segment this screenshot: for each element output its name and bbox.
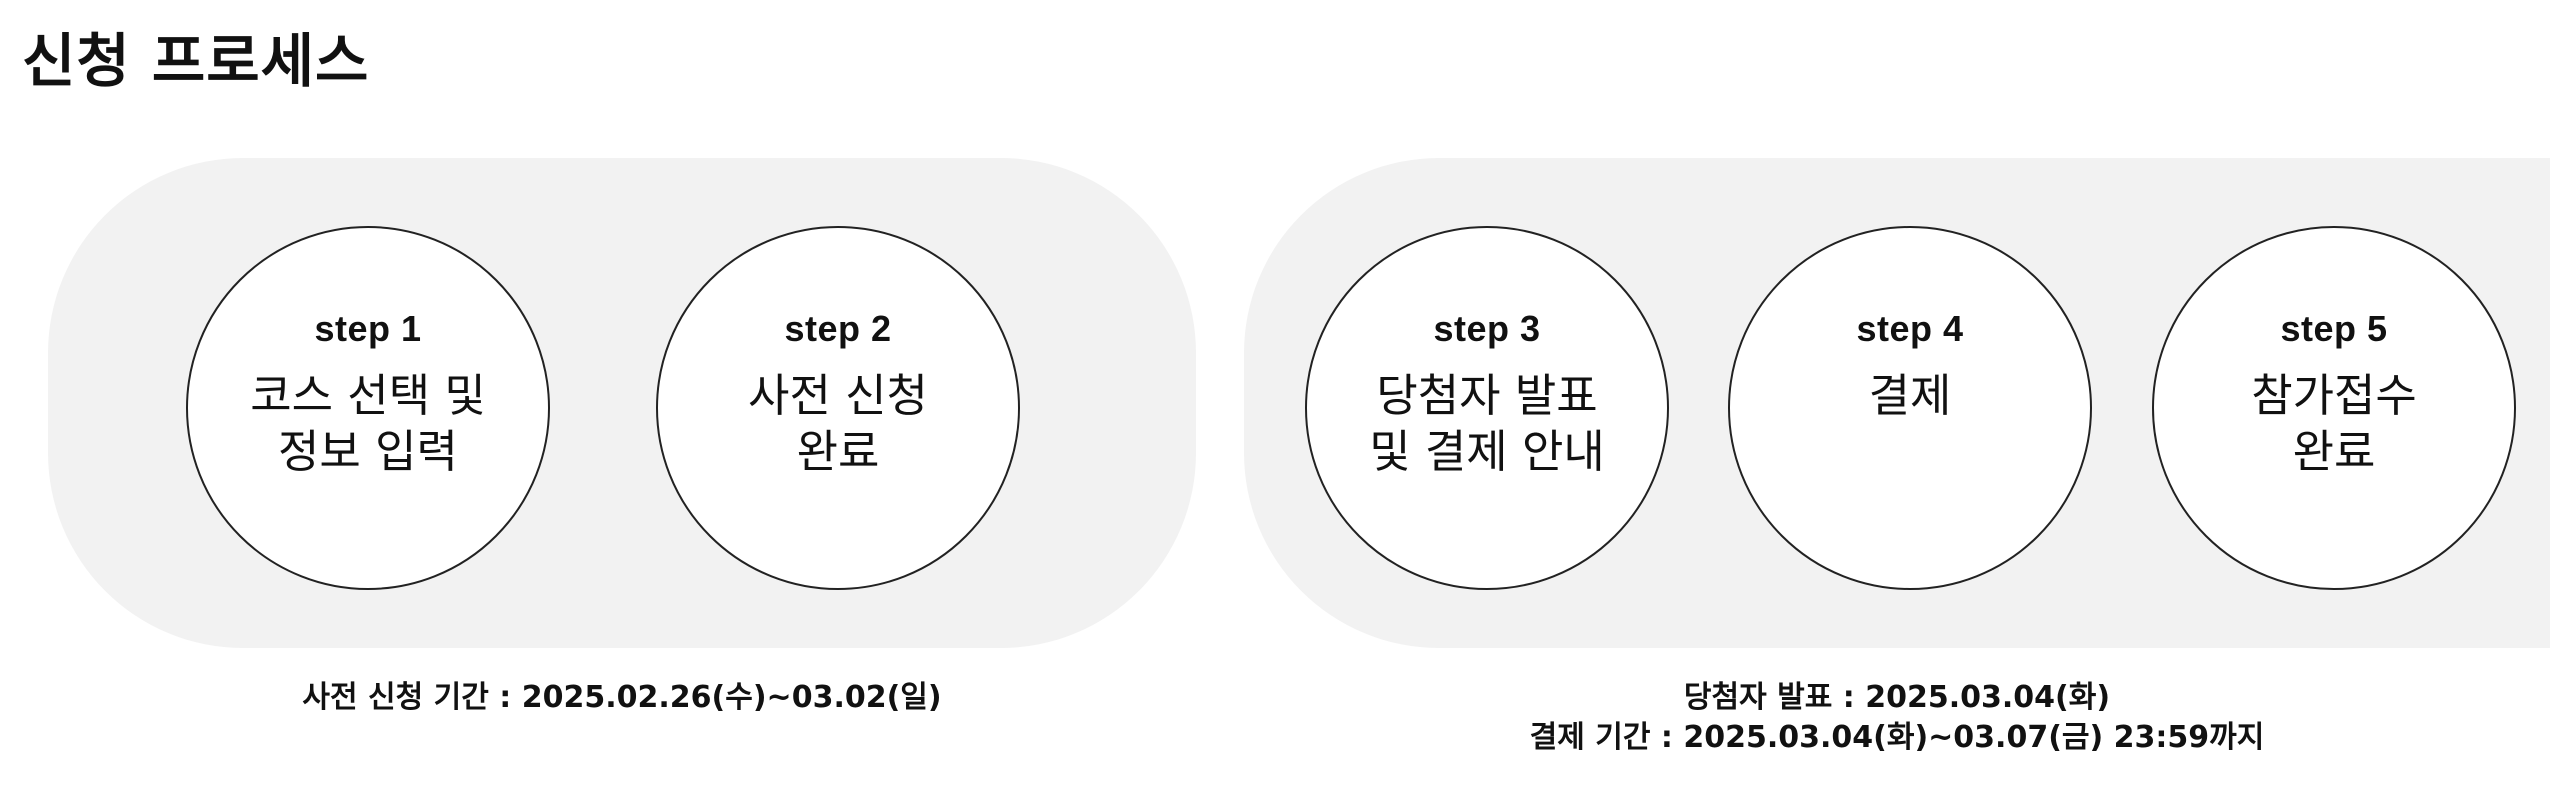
step-4-description: 결제 — [1868, 369, 1952, 422]
page-title: 신청 프로세스 — [22, 27, 370, 95]
step-1-description: 코스 선택 및 정보 입력 — [250, 369, 486, 478]
payment-period-text: 결제 기간 : 2025.03.04(화)~03.07(금) 23:59까지 — [1529, 720, 2265, 755]
step-1-circle: step 1 코스 선택 및 정보 입력 — [186, 226, 550, 590]
step-3-circle: step 3 당첨자 발표 및 결제 안내 — [1305, 226, 1669, 590]
announcement-payment-period: 당첨자 발표 : 2025.03.04(화) 결제 기간 : 2025.03.0… — [1244, 678, 2550, 758]
step-4-label: step 4 — [1856, 308, 1964, 349]
step-5-description: 참가접수 완료 — [2251, 369, 2417, 478]
step-3-label: step 3 — [1433, 308, 1541, 349]
step-2-label: step 2 — [784, 308, 892, 349]
step-1-label: step 1 — [314, 308, 422, 349]
winner-announcement-text: 당첨자 발표 : 2025.03.04(화) — [1683, 680, 2111, 715]
step-2-circle: step 2 사전 신청 완료 — [656, 226, 1020, 590]
step-2-description: 사전 신청 완료 — [748, 369, 928, 478]
step-4-circle: step 4 결제 — [1728, 226, 2092, 590]
pre-application-period-text: 사전 신청 기간 : 2025.02.26(수)~03.02(일) — [302, 680, 942, 715]
pre-application-period: 사전 신청 기간 : 2025.02.26(수)~03.02(일) — [48, 678, 1196, 718]
step-3-description: 당첨자 발표 및 결제 안내 — [1369, 369, 1605, 478]
step-5-circle: step 5 참가접수 완료 — [2152, 226, 2516, 590]
step-5-label: step 5 — [2280, 308, 2388, 349]
